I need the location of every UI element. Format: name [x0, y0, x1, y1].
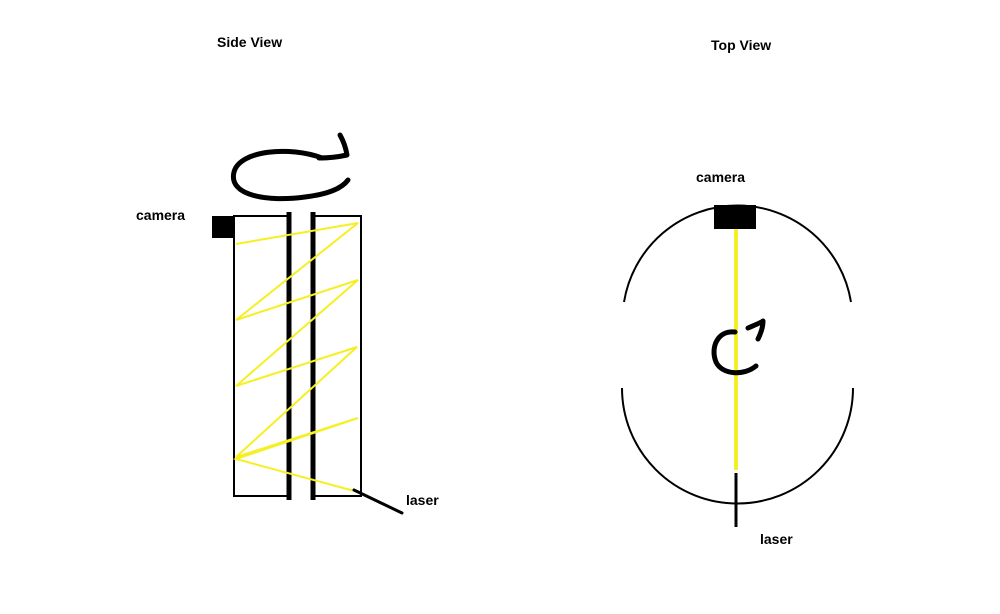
side-view-title: Side View — [217, 34, 283, 50]
top-view — [621, 204, 854, 527]
cylinder-right-half — [312, 215, 362, 497]
top-view-title: Top View — [711, 37, 772, 53]
side-rotation-arrow-icon — [230, 148, 351, 202]
top-rotation-arrow-icon — [711, 329, 759, 376]
side-laser-icon — [352, 488, 404, 515]
top-camera-label: camera — [696, 169, 746, 185]
laser-zigzag-path — [232, 222, 359, 493]
top-laser-label: laser — [760, 531, 793, 547]
side-view — [212, 132, 404, 515]
side-camera-label: camera — [136, 207, 186, 223]
side-laser-label: laser — [406, 492, 439, 508]
top-camera-icon — [714, 205, 756, 229]
top-rotation-arrowhead-icon — [745, 318, 766, 342]
side-camera-icon — [212, 216, 234, 238]
side-rotation-arrowhead-icon — [316, 132, 350, 161]
